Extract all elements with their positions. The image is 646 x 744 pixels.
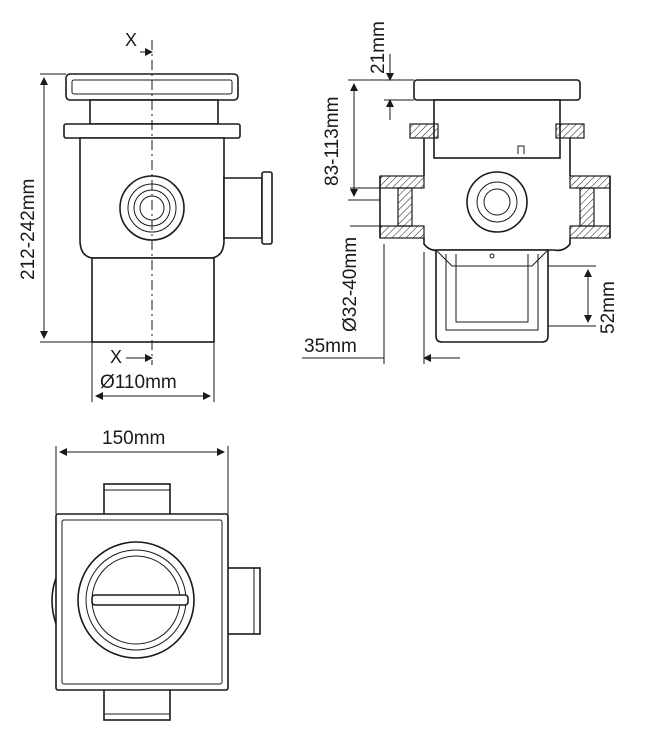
front-lower-pipe [91,257,215,343]
section-inlet-left-bottom [379,225,425,239]
section-flange-right [555,123,585,139]
section-mark-top: X [125,30,137,50]
section-inlet-right-ring [579,187,595,227]
front-view: X X 212-242mm Ø110mm [18,30,273,402]
plan-spigot-right [225,567,261,635]
section-extension [433,99,561,159]
section-inlet-left-top [379,175,425,189]
section-grate [413,79,581,101]
depth-label: 83-113mm [322,97,343,186]
plan-grate-handle [91,594,189,606]
plan-spigot-top [103,483,171,519]
section-flange-left [409,123,439,139]
inlet-label: Ø32-40mm [340,237,361,332]
section-inlet-left-ring [397,187,413,227]
plan-view: 150mm [51,428,261,721]
trap-label: 52mm [598,281,619,334]
front-neck [89,99,219,125]
diameter-label: Ø110mm [100,372,177,393]
section-view: 21mm 83-113mm Ø32-40mm 35mm 52mm [302,21,619,364]
front-side-outlet [223,177,263,239]
section-center-inlet [466,171,528,233]
width-label: 150mm [102,428,165,449]
plan-spigot-bottom [103,685,171,721]
section-inlet-right-top [569,175,611,189]
section-mark-bottom: X [110,347,122,367]
height-label: 212-242mm [18,179,39,280]
top-label: 21mm [368,21,389,74]
section-inlet-right-bottom [569,225,611,239]
offset-label: 35mm [304,336,357,357]
section-trap-outer [435,249,549,343]
